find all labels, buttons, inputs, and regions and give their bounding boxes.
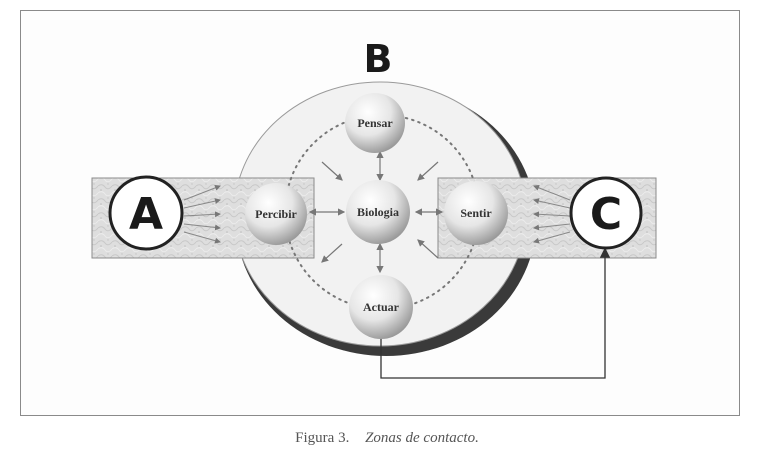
node-actuar: Actuar bbox=[349, 275, 413, 339]
node-percibir-label: Percibir bbox=[255, 207, 297, 221]
circle-c: C bbox=[569, 176, 643, 250]
node-sentir-label: Sentir bbox=[460, 206, 492, 220]
figure-caption: Figura 3. Zonas de contacto. bbox=[0, 430, 774, 447]
fan-arrows-a bbox=[183, 185, 221, 244]
node-pensar-label: Pensar bbox=[357, 116, 393, 130]
letter-b: B bbox=[364, 37, 393, 81]
feedback-line bbox=[380, 247, 611, 379]
node-biologia-label: Biologia bbox=[357, 205, 399, 219]
caption-number: Figura 3. bbox=[295, 430, 350, 446]
connection-arrows bbox=[308, 150, 444, 274]
contact-zones-diagram: Pensar Percibir Biologia Sentir Actuar A… bbox=[91, 37, 657, 379]
node-biologia: Biologia bbox=[346, 180, 410, 244]
node-pensar: Pensar bbox=[345, 93, 405, 153]
circle-a: A bbox=[108, 175, 184, 251]
node-sentir: Sentir bbox=[444, 181, 508, 245]
node-actuar-label: Actuar bbox=[363, 300, 400, 314]
node-percibir: Percibir bbox=[245, 183, 307, 245]
caption-title: Zonas de contacto. bbox=[365, 430, 479, 446]
fan-arrows-c bbox=[533, 185, 571, 244]
letter-c: C bbox=[590, 189, 622, 240]
letter-a: A bbox=[129, 189, 163, 240]
